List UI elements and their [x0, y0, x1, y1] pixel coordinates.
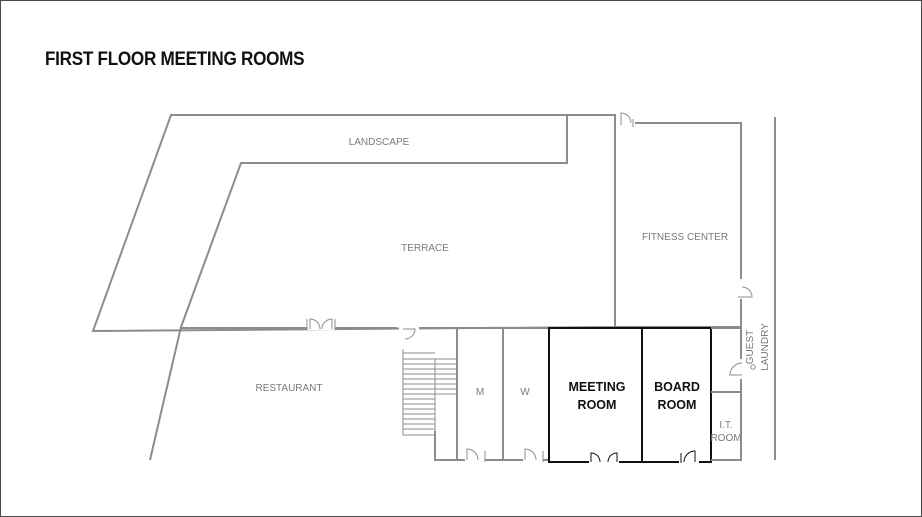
- guest-laundry-walls: [711, 327, 742, 461]
- guest-laundry-label-2: LAUNDRY: [760, 323, 771, 371]
- restaurant-label: RESTAURANT: [255, 383, 322, 394]
- restaurant-west-wall: [149, 326, 182, 461]
- board-room-label-line1: BOARD: [654, 380, 700, 394]
- fitness-center-east-door[interactable]: [737, 279, 753, 299]
- board-room-label-line2: ROOM: [658, 398, 697, 412]
- terrace-label: TERRACE: [401, 243, 449, 254]
- fitness-center-walls: [614, 115, 742, 328]
- fitness-center-north-door[interactable]: [617, 111, 635, 127]
- womens-restroom-label: W: [520, 387, 530, 398]
- landscape-inner-edge: [180, 115, 568, 328]
- board-room-door[interactable]: [679, 449, 699, 465]
- guest-laundry-marker-icon: [750, 364, 756, 370]
- guest-laundry-label-line2: LAUNDRY: [760, 323, 771, 371]
- fitness-center-label: FITNESS CENTER: [642, 232, 728, 243]
- board-room[interactable]: [641, 327, 712, 463]
- meeting-room-label-line1: MEETING: [569, 380, 626, 394]
- landscape-label: LANDSCAPE: [349, 137, 410, 148]
- guest-laundry-label-line1: GUEST: [745, 330, 756, 364]
- terrace-door[interactable]: [306, 316, 336, 330]
- guest-laundry-label: GUEST: [745, 330, 756, 364]
- womens-restroom-door[interactable]: [523, 447, 544, 463]
- stairs: [402, 349, 458, 436]
- mens-restroom-label: M: [476, 387, 484, 398]
- meeting-room[interactable]: [548, 327, 643, 463]
- it-room-label-line1: I.T.: [719, 420, 732, 431]
- page-title: FIRST FLOOR MEETING ROOMS: [45, 49, 305, 70]
- guest-laundry-door[interactable]: [727, 359, 745, 379]
- service-door[interactable]: [399, 324, 419, 340]
- meeting-room-door[interactable]: [589, 451, 619, 465]
- meeting-room-label-line2: ROOM: [578, 398, 617, 412]
- mens-restroom-door[interactable]: [465, 447, 486, 463]
- it-room-label-line2: ROOM: [710, 433, 741, 444]
